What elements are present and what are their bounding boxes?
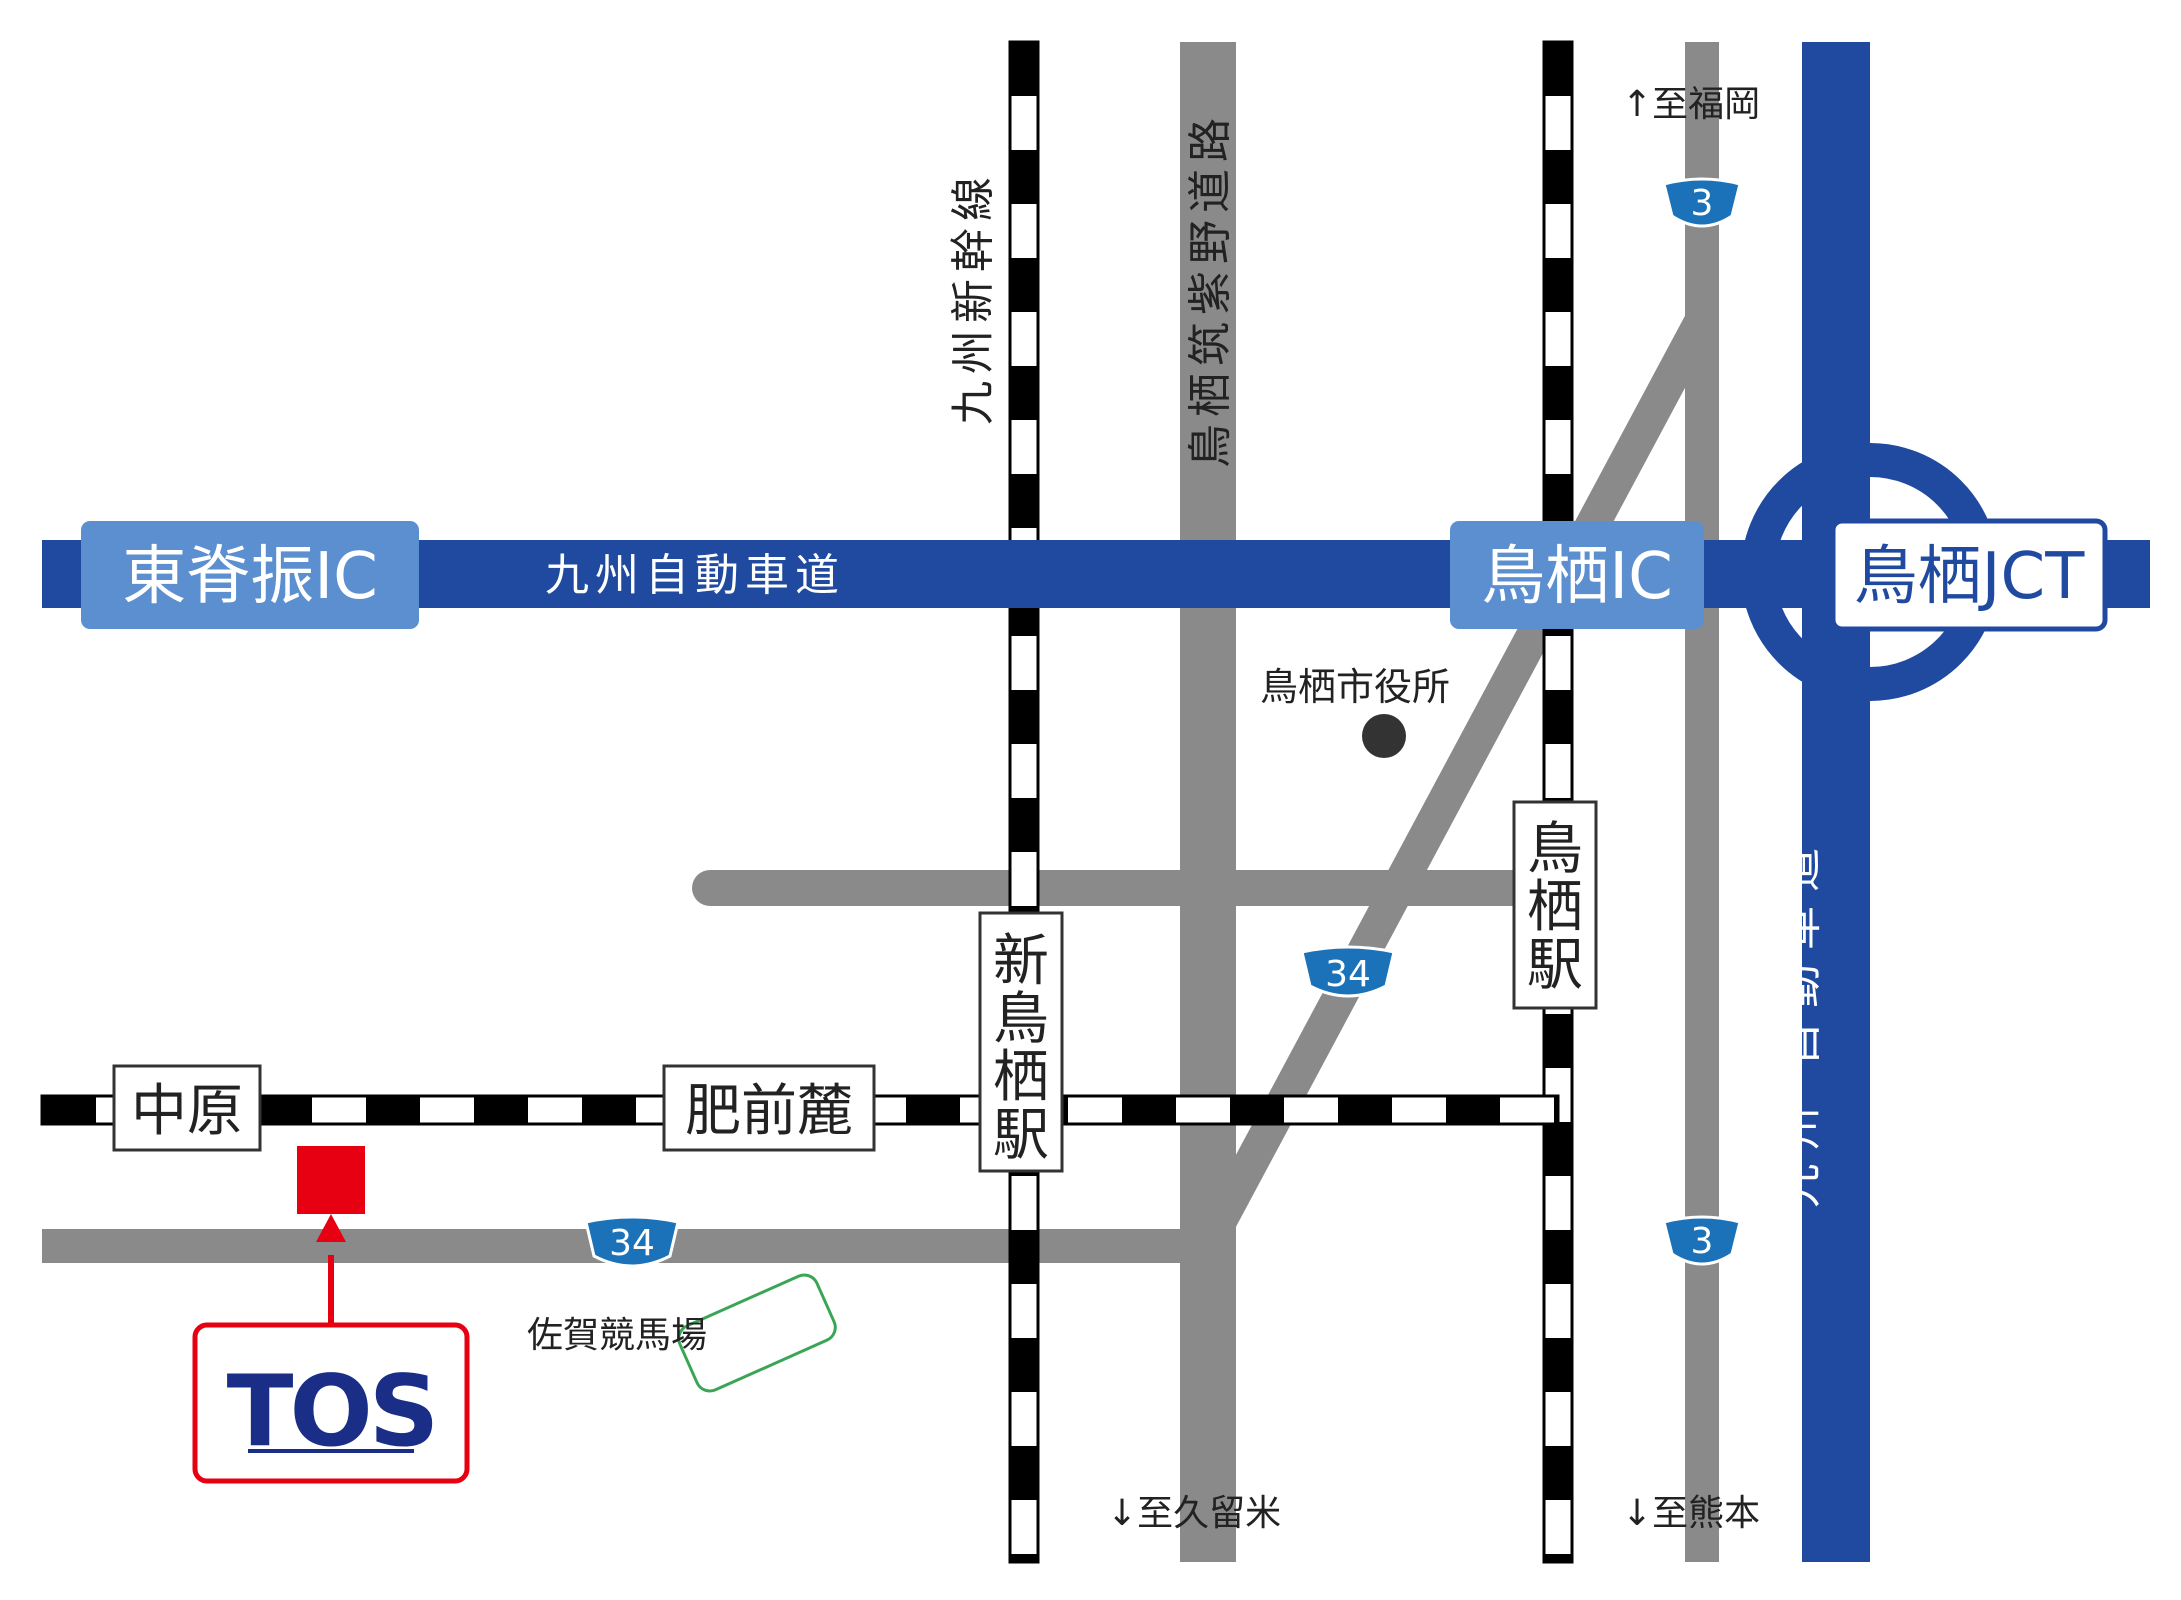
svg-text:九: 九 <box>1775 1158 1826 1208</box>
route-34-diagonal <box>1200 311 1717 1239</box>
svg-text:肥前麓: 肥前麓 <box>685 1079 853 1144</box>
higashi-sefuri-ic: 東脊振IC <box>81 521 419 629</box>
svg-text:車: 車 <box>1775 900 1826 950</box>
svg-text:駅: 駅 <box>1527 933 1583 998</box>
tosu-ic-label: 鳥栖IC <box>1481 540 1673 614</box>
svg-text:栖: 栖 <box>1185 373 1236 417</box>
svg-text:3: 3 <box>1691 183 1714 224</box>
direction-fukuoka: ↑至福岡 <box>1622 84 1760 125</box>
svg-text:栖: 栖 <box>1527 875 1583 940</box>
city-hall-dot-icon <box>1362 714 1406 758</box>
tosu-jct-label: 鳥栖JCT <box>1854 540 2086 614</box>
racecourse-label: 佐賀競馬場 <box>527 1315 707 1356</box>
shinkansen-rail <box>1008 40 1040 1564</box>
svg-text:栖: 栖 <box>993 1045 1049 1110</box>
svg-text:34: 34 <box>609 1223 655 1264</box>
svg-text:線: 線 <box>948 177 999 221</box>
station-shin-tosu: 新 鳥 栖 駅 <box>978 911 1064 1173</box>
tosu-city-hall: 鳥栖市役所 <box>1260 665 1450 758</box>
expressway-vertical <box>1802 42 1870 1562</box>
city-hall-label: 鳥栖市役所 <box>1260 665 1450 709</box>
route-34-shield-a: 34 <box>584 1215 680 1268</box>
svg-text:駅: 駅 <box>993 1103 1049 1168</box>
company-marker-icon <box>297 1146 365 1214</box>
racecourse-outline-icon <box>677 1273 837 1393</box>
svg-text:中原: 中原 <box>131 1079 243 1144</box>
expressway-label: 九州自動車道 <box>545 550 845 601</box>
arrow-up-icon <box>316 1214 346 1242</box>
svg-text:州: 州 <box>1775 1101 1826 1151</box>
svg-text:鳥: 鳥 <box>1527 817 1583 882</box>
direction-kurume: ↓至久留米 <box>1107 1493 1281 1534</box>
svg-text:紫: 紫 <box>1185 271 1236 315</box>
svg-text:新: 新 <box>948 279 999 323</box>
svg-text:動: 動 <box>1775 958 1826 1008</box>
svg-text:34: 34 <box>1325 954 1371 995</box>
svg-text:筑: 筑 <box>1185 322 1236 366</box>
route-34-shield-b: 34 <box>1300 945 1396 998</box>
svg-text:自: 自 <box>1775 1016 1826 1066</box>
saga-racecourse: 佐賀競馬場 <box>527 1273 837 1393</box>
svg-text:道: 道 <box>1775 842 1826 892</box>
company-location: TOS <box>192 1146 470 1484</box>
svg-text:3: 3 <box>1691 1221 1714 1262</box>
svg-text:鳥: 鳥 <box>993 987 1049 1052</box>
svg-text:野: 野 <box>1185 220 1236 264</box>
tosu-jct: 鳥栖JCT <box>1830 518 2108 632</box>
tosu-ic: 鳥栖IC <box>1450 521 1704 629</box>
svg-text:幹: 幹 <box>948 228 999 272</box>
route-3-road <box>1685 42 1719 1562</box>
svg-text:州: 州 <box>948 330 999 374</box>
station-tosu: 鳥 栖 駅 <box>1512 800 1598 1010</box>
tosu-chikushino-road <box>1180 42 1236 1562</box>
route-3-shield-b: 3 <box>1662 1215 1742 1266</box>
higashi-sefuri-ic-label: 東脊振IC <box>122 540 378 614</box>
tosu-chikushino-road-label: 鳥 栖 筑 紫 野 道 路 <box>1185 118 1236 468</box>
expressway-label-vertical: 九 州 自 動 車 道 <box>1775 842 1826 1208</box>
svg-text:九: 九 <box>948 381 999 425</box>
svg-text:鳥: 鳥 <box>1185 424 1236 468</box>
east-west-road <box>692 870 1552 906</box>
direction-kumamoto: ↓至熊本 <box>1622 1493 1760 1534</box>
svg-text:道: 道 <box>1185 169 1236 213</box>
station-nakabaru: 中原 <box>112 1064 262 1152</box>
shinkansen-label: 九 州 新 幹 線 <box>948 177 999 425</box>
station-hizenfumoto: 肥前麓 <box>662 1064 876 1152</box>
svg-text:新: 新 <box>993 929 1049 994</box>
route-3-shield-a: 3 <box>1662 177 1742 228</box>
logo-box <box>192 1322 470 1484</box>
svg-text:路: 路 <box>1185 118 1236 162</box>
